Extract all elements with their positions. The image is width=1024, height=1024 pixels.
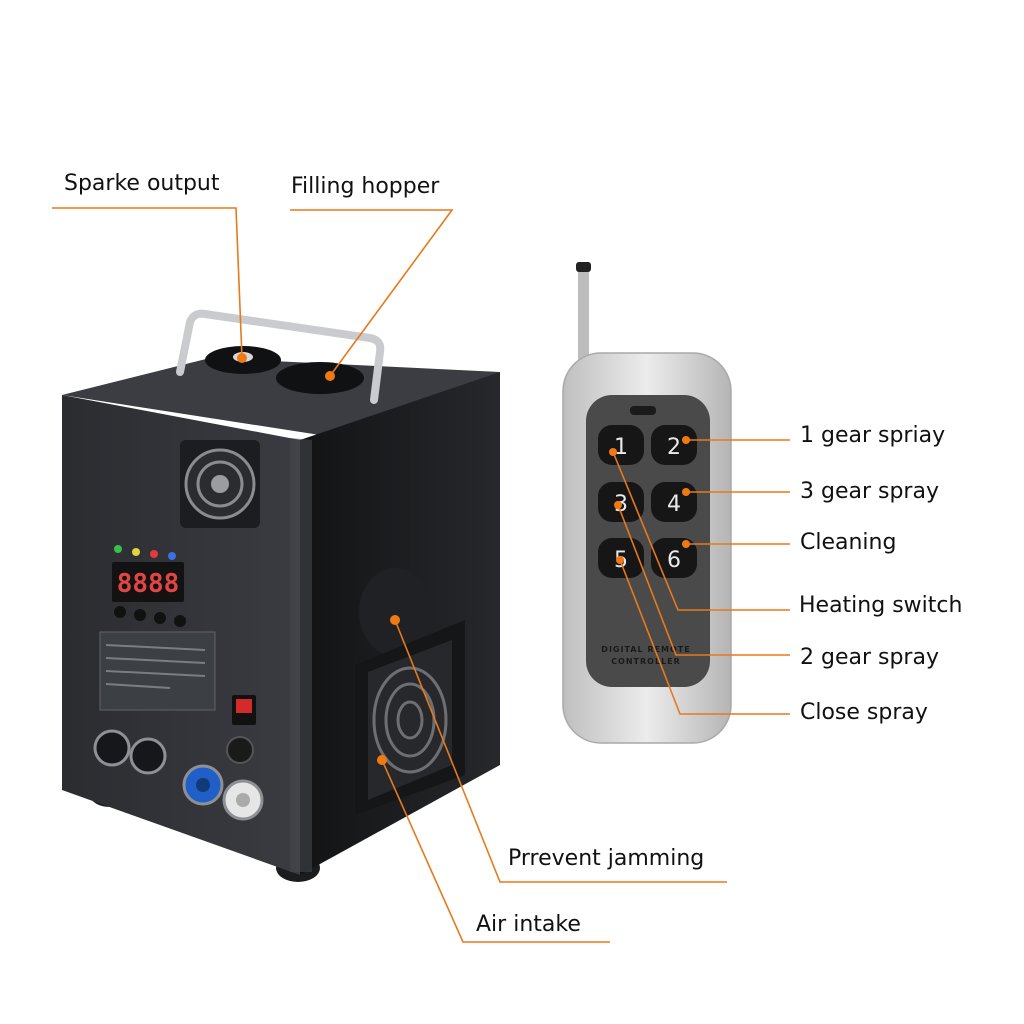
leader-close	[619, 559, 790, 715]
fault-led	[150, 550, 158, 558]
label-filling-hopper: Filling hopper	[291, 174, 440, 199]
heat-led	[168, 552, 176, 560]
label-gear1: 1 gear spriay	[800, 423, 946, 448]
dmx-out-connector	[129, 737, 167, 775]
svg-text:4: 4	[667, 492, 681, 517]
remote-button-6[interactable]: 6	[651, 538, 697, 578]
remote-button-1[interactable]: 1	[598, 425, 644, 465]
top-fan	[180, 440, 260, 528]
remote-caption-line1: DIGITAL REMOTE	[601, 645, 690, 654]
handle	[176, 309, 385, 404]
remote-control: 1 2 3 4 5 6 DIGITAL REMOTE CONTROLLER	[562, 262, 732, 744]
svg-text:6: 6	[667, 548, 681, 573]
leader-sparke-output	[52, 207, 243, 359]
filling-hopper-lid	[276, 362, 364, 394]
leader-gear2	[617, 504, 790, 656]
led-display	[112, 562, 184, 602]
label-prevent-jamming: Prrevent jamming	[508, 846, 705, 871]
remote-button-3[interactable]: 3	[598, 482, 644, 522]
fuse-holder	[226, 736, 254, 764]
svg-text:2: 2	[667, 435, 681, 460]
leader-jamming	[394, 619, 727, 883]
leader-air-intake	[381, 759, 610, 943]
label-gear2: 2 gear spray	[800, 645, 939, 670]
antenna	[578, 268, 589, 368]
remote-button-4[interactable]: 4	[651, 482, 697, 522]
remote-face	[586, 395, 710, 687]
leader-dots	[237, 353, 690, 765]
power-led	[114, 545, 122, 553]
label-close-spray: Close spray	[800, 700, 928, 725]
remote-caption-line2: CONTROLLER	[611, 657, 681, 666]
anti-jam-plate	[359, 568, 431, 656]
dmx-in-connector	[93, 729, 131, 767]
leader-lines	[52, 207, 790, 943]
leader-heating	[612, 451, 790, 611]
display-digits: 8888	[117, 569, 180, 599]
dmx-led	[132, 548, 140, 556]
spark-machine: 8888	[62, 309, 500, 882]
label-gear3: 3 gear spray	[800, 479, 939, 504]
svg-text:1: 1	[614, 435, 628, 460]
side-fan	[355, 620, 465, 815]
remote-button-2[interactable]: 2	[651, 425, 697, 465]
label-heating-switch: Heating switch	[799, 593, 963, 618]
label-air-intake: Air intake	[476, 912, 581, 937]
label-sparke-output: Sparke output	[64, 171, 220, 196]
leader-filling-hopper	[290, 209, 454, 377]
label-cleaning: Cleaning	[800, 530, 897, 555]
remote-indicator	[630, 406, 656, 415]
